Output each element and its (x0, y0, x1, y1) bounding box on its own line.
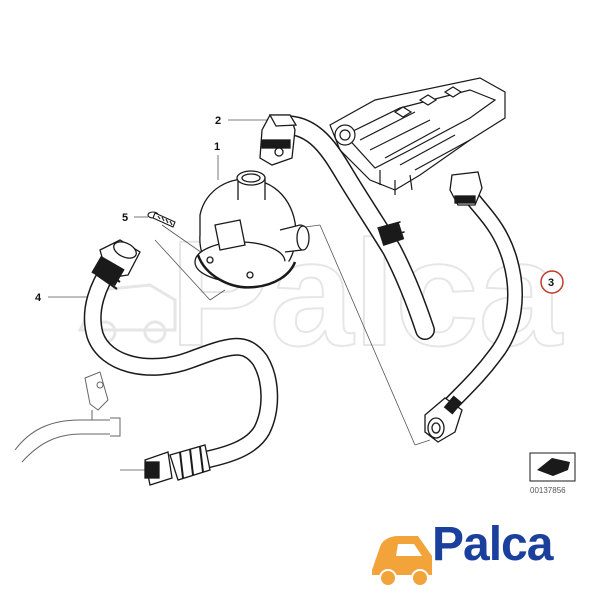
palca-car-icon (372, 536, 432, 587)
palca-logo-text: Palca (432, 518, 553, 571)
hose-3 (437, 187, 523, 418)
connector-2 (259, 114, 298, 166)
part-number: 00137856 (530, 486, 566, 495)
valve-cover (329, 77, 506, 195)
connector-3-top (449, 171, 483, 206)
connector-3-bottom (424, 395, 463, 443)
hose-2 (275, 115, 435, 340)
callout-2: 2 (215, 115, 221, 127)
callout-3-circle (540, 270, 564, 294)
screw-5 (147, 211, 176, 228)
callout-1: 1 (214, 141, 220, 153)
oil-separator (194, 170, 310, 289)
hose-4 (83, 256, 279, 469)
callout-3: 3 (548, 277, 554, 289)
callout-4: 4 (35, 292, 42, 304)
background-pipe (14, 371, 121, 463)
catalog-icon (529, 452, 576, 482)
connector-4-top (91, 239, 141, 290)
connector-4-bottom (144, 444, 211, 486)
callout-5: 5 (122, 212, 128, 224)
